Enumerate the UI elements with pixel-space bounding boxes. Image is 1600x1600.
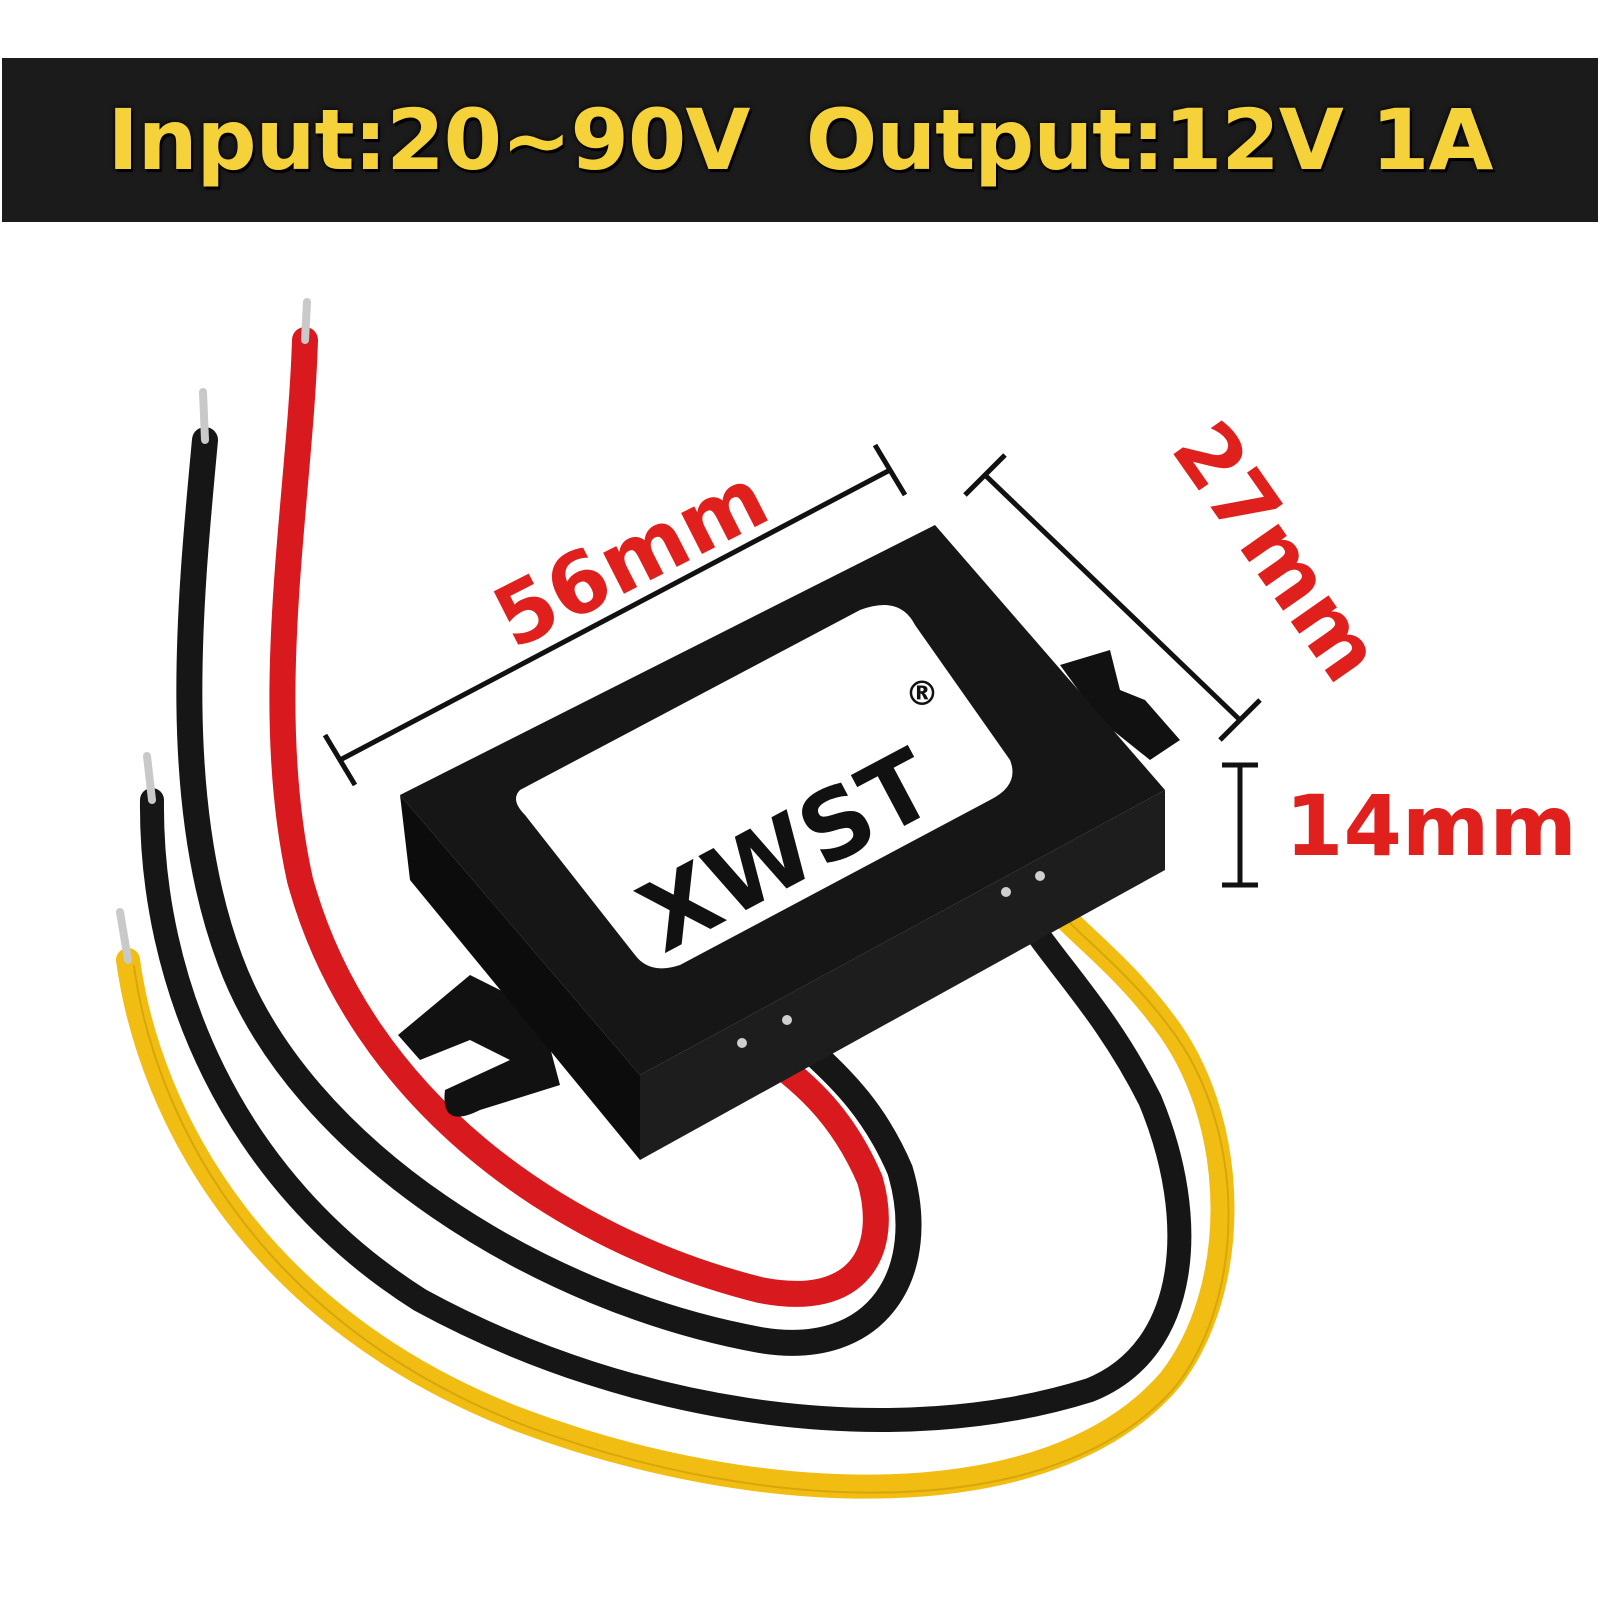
input-wires: [116, 327, 1235, 1499]
width-dimension-line: [983, 473, 1242, 722]
converter-case: XWST ®: [398, 525, 1180, 1160]
black-input-wire-inner: [176, 427, 922, 1356]
yellow-input-wire: [116, 878, 1235, 1499]
black-input-wire-outer: [139, 788, 1192, 1432]
dimension-lines: [322, 443, 1262, 888]
length-dimension-line: [338, 467, 892, 763]
mounting-tab-right: [1060, 650, 1180, 760]
red-input-wire: [269, 327, 889, 1307]
height-label: 14mm: [1285, 777, 1577, 875]
wire-tips: [116, 298, 311, 964]
width-label: 27mm: [1153, 404, 1401, 699]
registered-mark: ®: [905, 674, 939, 714]
spec-banner-text: Input:20~90V Output:12V 1A: [107, 91, 1493, 189]
brand-label: [516, 605, 1013, 969]
spec-banner: Input:20~90V Output:12V 1A: [2, 58, 1598, 222]
